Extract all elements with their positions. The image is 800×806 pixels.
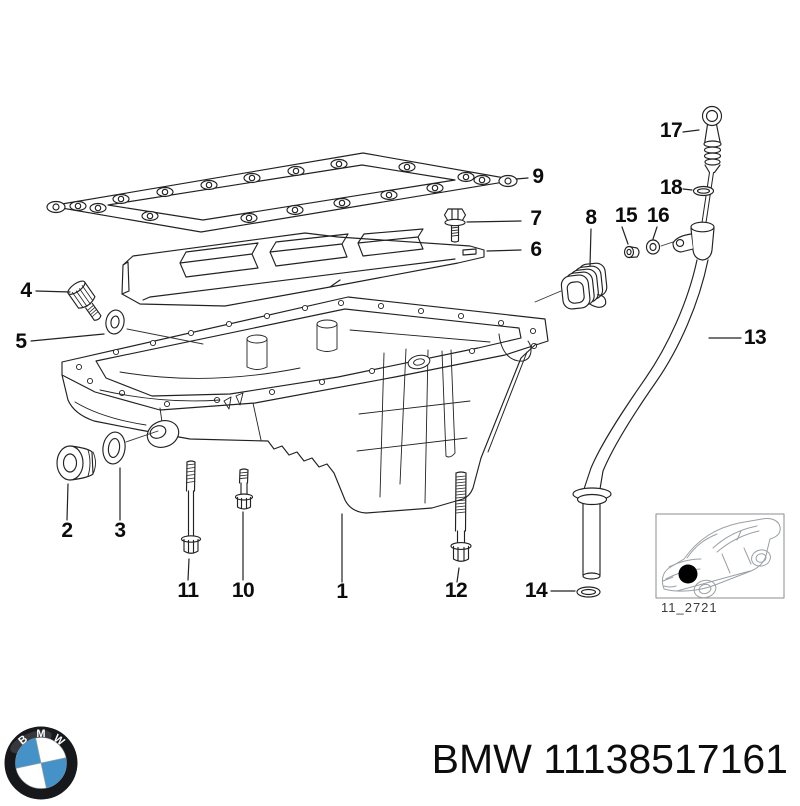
- plug-part-15: [623, 245, 640, 259]
- part-callout-13: 13: [743, 326, 767, 349]
- bolt-part-12: [450, 471, 472, 562]
- part-callout-15: 15: [614, 204, 638, 227]
- seal-ring-part-3: [102, 431, 126, 465]
- bolt-part-11: [180, 460, 202, 554]
- part-callout-4: 4: [20, 279, 32, 302]
- part-callout-16: 16: [646, 204, 670, 227]
- washer-part-5: [105, 309, 125, 335]
- part-number-text: BMW 11138517161: [432, 736, 788, 783]
- sensor-seal-part-8: [560, 262, 608, 310]
- leader-lines: [30, 129, 742, 592]
- guide-tube-part-13: [572, 221, 715, 580]
- baffle-plate-part-6: [121, 228, 485, 307]
- car-location-thumbnail: [655, 513, 785, 599]
- part-callout-18: 18: [659, 176, 683, 199]
- part-callout-17: 17: [659, 119, 683, 142]
- bolt-part-7: [443, 208, 467, 243]
- part-callout-1: 1: [336, 580, 348, 603]
- reference-lines: [125, 241, 674, 443]
- bolt-part-4: [67, 280, 102, 321]
- bolt-part-10: [234, 468, 254, 510]
- dipstick-part-17: [701, 105, 723, 227]
- location-dot: [678, 564, 698, 584]
- gasket-part-9: [46, 152, 518, 233]
- oil-pan-part-1: [61, 296, 549, 514]
- bmw-logo-quadrants: [15, 737, 67, 789]
- part-callout-6: 6: [530, 238, 542, 261]
- drain-plug-part-2: [56, 445, 96, 481]
- part-callout-9: 9: [532, 165, 544, 188]
- oring-part-18: [692, 185, 715, 197]
- svg-text:M: M: [36, 728, 45, 740]
- part-callout-14: 14: [524, 579, 548, 602]
- washer-part-16: [645, 239, 661, 255]
- bmw-logo: B M W: [3, 725, 79, 801]
- part-callout-8: 8: [585, 206, 597, 229]
- part-callout-2: 2: [61, 519, 73, 542]
- oring-part-14: [576, 586, 601, 598]
- part-callout-12: 12: [444, 579, 468, 602]
- part-callout-11: 11: [177, 579, 199, 602]
- part-callout-7: 7: [530, 207, 542, 230]
- part-callout-10: 10: [231, 579, 255, 602]
- thumbnail-caption: 11_2721: [661, 600, 718, 615]
- part-number-value: 11138517161: [543, 736, 788, 782]
- part-callout-3: 3: [114, 519, 126, 542]
- brand-text: BMW: [431, 736, 532, 782]
- part-callout-5: 5: [15, 330, 27, 353]
